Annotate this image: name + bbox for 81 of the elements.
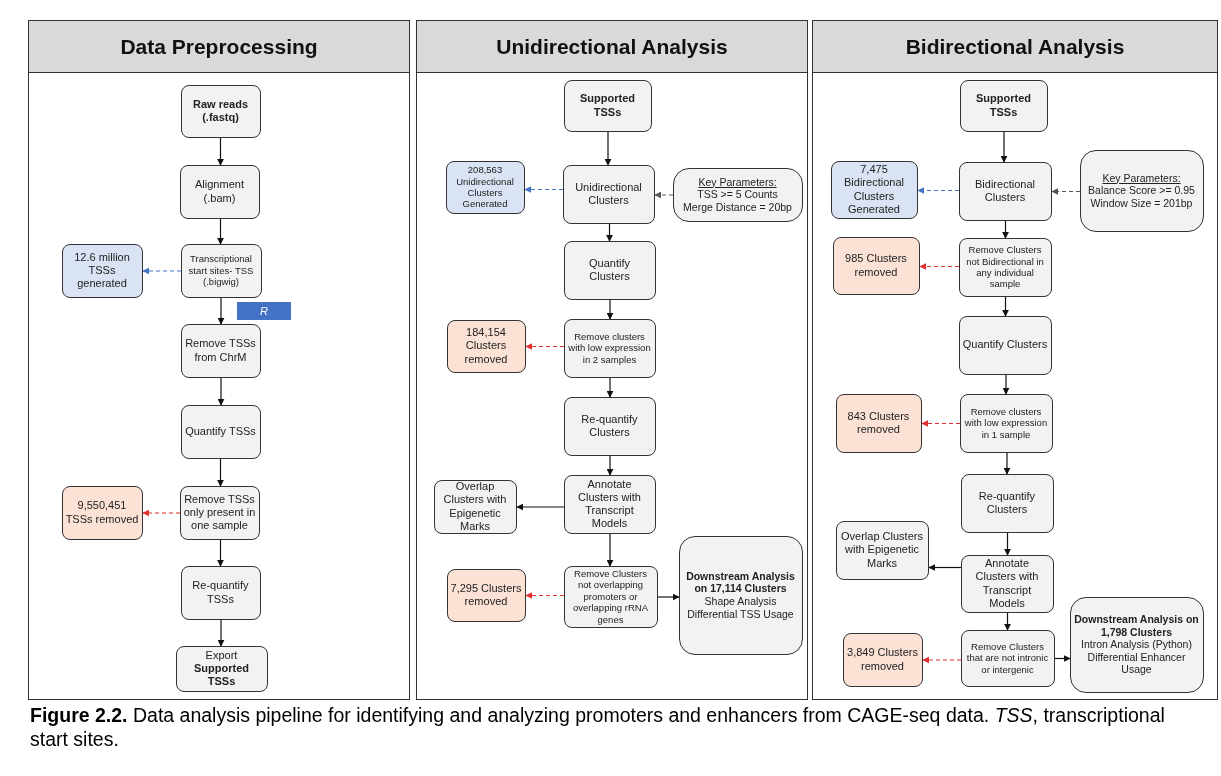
dashed-arrow bbox=[1051, 188, 1081, 195]
process-box: Overlap Clusters with Epigenetic Marks bbox=[835, 520, 929, 580]
result-box: 7,295 Clusters removed bbox=[446, 568, 526, 622]
result-box: 843 Clusters removed bbox=[835, 393, 922, 453]
process-box: Remove Clusters that are not intronic or intergenic bbox=[960, 629, 1055, 687]
result-box: 985 Clusters removed bbox=[832, 236, 920, 295]
parameter-box: Key Parameters: TSS >= 5 Counts Merge Distance = 20bp bbox=[672, 167, 803, 222]
process-box: Alignment (.bam) bbox=[179, 164, 260, 219]
dashed-arrow bbox=[525, 343, 565, 350]
arrow bbox=[606, 377, 614, 398]
process-box: Supported TSSs bbox=[959, 79, 1048, 132]
dashed-arrow bbox=[142, 509, 181, 517]
process-box: Overlap Clusters with Epigenetic Marks bbox=[433, 479, 517, 534]
result-box: 12.6 million TSSs generated bbox=[61, 243, 143, 298]
dashed-arrow bbox=[917, 187, 960, 194]
stage-panel bbox=[28, 20, 410, 700]
process-box: Transcriptional start sites- TSS (.bigwig) bbox=[180, 243, 262, 298]
parameter-box: Key Parameters: Balance Score >= 0.95 Window Size = 201bp bbox=[1079, 149, 1204, 232]
arrow bbox=[217, 377, 225, 406]
process-box: Annotate Clusters with Transcript Models bbox=[960, 554, 1054, 613]
process-box: Remove TSSs from ChrM bbox=[180, 323, 261, 378]
process-box: Re-quantify TSSs bbox=[180, 565, 261, 620]
arrow bbox=[1004, 532, 1011, 556]
arrow bbox=[217, 137, 224, 166]
process-box: Quantify Clusters bbox=[958, 315, 1052, 375]
arrow bbox=[606, 455, 614, 476]
arrow bbox=[516, 503, 565, 511]
arrow bbox=[1054, 655, 1071, 662]
arrow bbox=[606, 299, 614, 320]
dashed-arrow bbox=[654, 191, 674, 199]
output-box: Downstream Analysis on 1,798 Clusters Intron Analysis (Python) Differential Enhancer Usage bbox=[1069, 596, 1204, 693]
dashed-arrow bbox=[524, 186, 564, 193]
arrow bbox=[928, 564, 962, 571]
dashed-arrow bbox=[919, 263, 960, 270]
process-box: Remove Clusters not overlapping promoters or overlapping rRNA genes bbox=[563, 565, 658, 628]
process-box: Supported TSSs bbox=[563, 79, 652, 132]
arrow bbox=[1000, 131, 1008, 163]
arrow bbox=[604, 131, 612, 166]
dashed-arrow bbox=[142, 267, 182, 275]
arrow bbox=[217, 539, 224, 567]
figure-caption: Figure 2.2. Data analysis pipeline for identifying and analyzing promoters and enhancers from CAGE-seq data. TSS, transcriptional start sites. bbox=[30, 703, 1166, 752]
arrow bbox=[657, 593, 680, 601]
panel-heading: Data Preprocessing bbox=[29, 21, 409, 73]
tool-tag: R bbox=[237, 302, 291, 320]
process-box: Re-quantify Clusters bbox=[960, 473, 1054, 533]
process-box: Remove clusters with low expression in 1 sample bbox=[959, 393, 1053, 453]
panel-heading: Unidirectional Analysis bbox=[417, 21, 807, 73]
arrow bbox=[217, 619, 225, 647]
dashed-arrow bbox=[921, 420, 961, 427]
result-box: 9,550,451 TSSs removed bbox=[61, 485, 143, 540]
arrow bbox=[217, 297, 225, 325]
arrow bbox=[1003, 452, 1011, 475]
output-box: Downstream Analysis on 17,114 Clusters Shape Analysis Differential TSS Usage bbox=[678, 535, 803, 655]
process-box: Re-quantify Clusters bbox=[563, 396, 656, 456]
process-box: Bidirectional Clusters bbox=[958, 161, 1052, 221]
arrow bbox=[1004, 612, 1011, 631]
result-box: 3,849 Clusters removed bbox=[842, 632, 923, 687]
process-box: Quantify Clusters bbox=[563, 240, 656, 300]
process-box: Remove Clusters not Bidirectional in any individual sample bbox=[958, 237, 1052, 297]
process-box: Export Supported TSSs bbox=[175, 645, 268, 692]
panel-heading: Bidirectional Analysis bbox=[813, 21, 1217, 73]
arrow bbox=[1002, 296, 1009, 317]
process-box: Remove TSSs only present in one sample bbox=[179, 485, 260, 540]
arrow bbox=[606, 223, 613, 242]
process-box: Quantify TSSs bbox=[180, 404, 261, 459]
process-box: Annotate Clusters with Transcript Models bbox=[563, 474, 656, 534]
arrow bbox=[1002, 374, 1010, 395]
process-box: Remove clusters with low expression in 2 samples bbox=[563, 318, 656, 378]
dashed-arrow bbox=[525, 592, 565, 599]
stage-panel bbox=[812, 20, 1218, 700]
arrow bbox=[217, 218, 224, 245]
result-box: 208,563 Unidirectional Clusters Generated bbox=[445, 160, 525, 214]
arrow bbox=[217, 458, 224, 487]
dashed-arrow bbox=[922, 656, 962, 664]
result-box: 7,475 Bidirectional Clusters Generated bbox=[830, 160, 918, 219]
result-box: 184,154 Clusters removed bbox=[446, 319, 526, 373]
arrow bbox=[1002, 220, 1009, 239]
stage-panel bbox=[416, 20, 808, 700]
process-box: Unidirectional Clusters bbox=[562, 164, 655, 224]
arrow bbox=[606, 533, 614, 567]
process-box: Raw reads (.fastq) bbox=[180, 84, 261, 138]
